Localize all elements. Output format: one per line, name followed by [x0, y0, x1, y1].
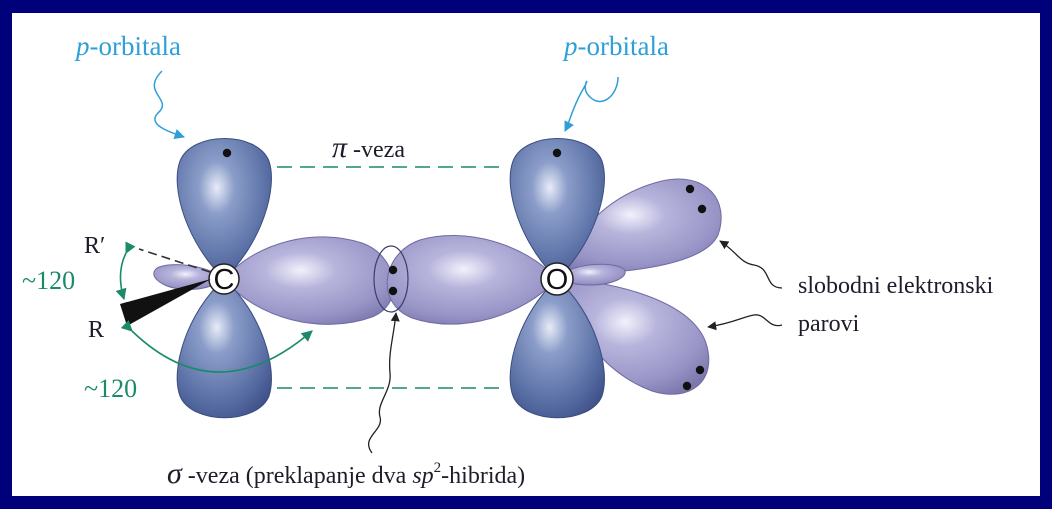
r-prime-label: R′ [84, 233, 105, 259]
p-orbital-left-arrow [153, 70, 185, 139]
carbon-p-electron [222, 148, 232, 158]
oxygen-p-electron [552, 148, 562, 158]
oxygen-atom-circle [540, 262, 574, 296]
angle-arc-bottom [120, 319, 313, 373]
sigma-electron-1 [388, 265, 398, 275]
lone-pair-upper-electron-2 [697, 204, 707, 214]
oxygen-p-orbital-top [509, 138, 605, 280]
lone-pairs-label-line2: parovi [798, 311, 860, 337]
sigma-bond-arrow [368, 312, 400, 454]
r-label: R [88, 317, 104, 343]
oxygen-p-orbital-bottom [509, 278, 605, 419]
carbon-atom-circle [208, 263, 240, 295]
sigma-bond-label: σ -veza (preklapanje dva sp2-hibrida) [167, 457, 525, 490]
lone-pair-arrow-upper [719, 240, 783, 289]
diagram-frame: C O p-orbitala p-orbitala π -veza R′ R ~… [12, 13, 1040, 496]
oxygen-atom-label: O [546, 264, 569, 296]
pi-bond-label: π -veza [332, 131, 405, 164]
lone-pairs-label-line1: slobodni elektronski [798, 273, 994, 299]
r-wedge-bond [120, 279, 211, 326]
carbon-atom-label: C [214, 264, 235, 296]
sigma-overlap-region [373, 245, 409, 313]
lone-pair-lower-electron-2 [695, 365, 705, 375]
sigma-electron-2 [388, 286, 398, 296]
r-prime-dashed-bond [138, 248, 211, 273]
angle-top-label: ~120 [22, 266, 75, 295]
angle-bottom-label: ~120 [84, 374, 137, 403]
lone-pair-arrow-lower [707, 314, 783, 331]
lone-pair-upper-electron-1 [685, 184, 695, 194]
p-orbital-right-label: p-orbitala [562, 31, 669, 61]
p-orbital-left-label: p-orbitala [74, 31, 181, 61]
lone-pair-lower-electron-1 [682, 381, 692, 391]
oxygen-sp2-lobe [386, 235, 558, 325]
carbon-p-orbital-top [176, 138, 272, 280]
electron-dots [222, 148, 707, 391]
p-orbital-right-arrow [564, 76, 619, 132]
carbonyl-orbital-diagram: C O p-orbitala p-orbitala π -veza R′ R ~… [22, 31, 994, 490]
angle-arc-top [115, 241, 136, 301]
